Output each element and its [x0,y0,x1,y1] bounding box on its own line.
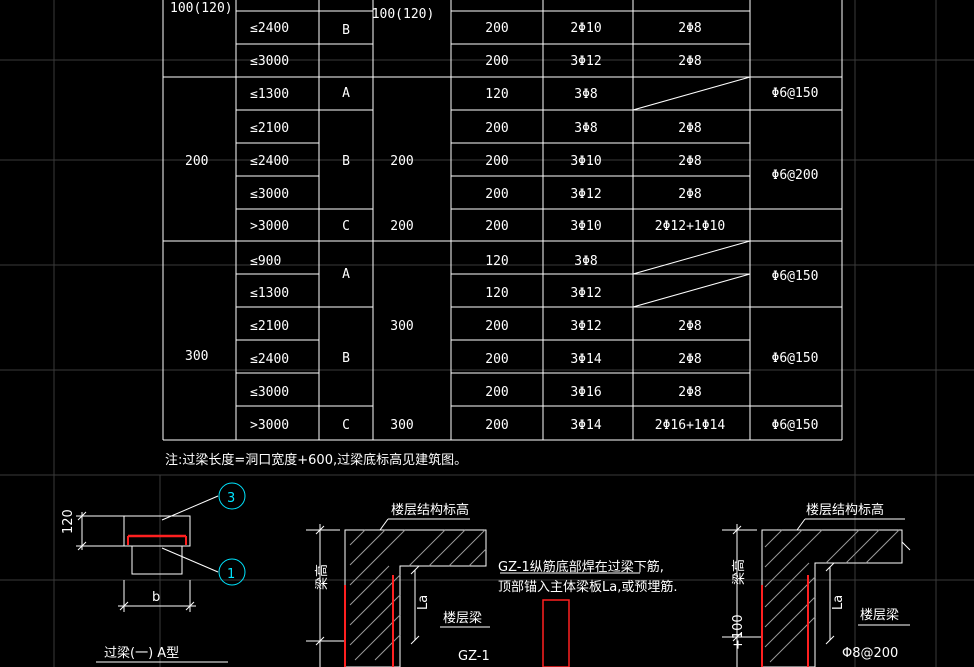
dim-b-label: b [152,590,160,605]
table-cell-bottom: 3Φ10 [570,219,601,234]
callout-1: 1 [227,567,235,582]
table-cell-h: 200 [485,187,508,202]
table-cell-bottom: 3Φ12 [570,319,601,334]
table-cell-bottom: 3Φ10 [570,154,601,169]
table-cell-beam-h: 200 [390,219,413,234]
table-cell-wall: 200 [185,154,208,169]
table-cell-span: >3000 [250,418,289,433]
table-cell-span: ≤2100 [250,319,289,334]
table-cell-span: ≤3000 [250,385,289,400]
table-cell-stirrup: Φ6@150 [772,86,819,101]
table-cell-beam-h: 200 [390,154,413,169]
table-cell-bottom: 3Φ12 [570,187,601,202]
table-note: 注:过梁长度=洞口宽度+600,过梁底标高见建筑图。 [165,452,467,468]
table-cell-bottom: 3Φ8 [574,87,597,102]
right-beam-height: 梁高 [731,559,747,585]
table-cell-top: 2Φ8 [678,121,701,136]
right-la: La [831,595,846,610]
table-cell-top: 2Φ8 [678,319,701,334]
table-cell-stirrup: Φ6@150 [772,269,819,284]
gz1-note-1: GZ-1纵筋底部焊在过梁下筋, [498,559,664,575]
table-cell-span: ≤3000 [250,187,289,202]
table-cell-top: 2Φ12+1Φ10 [655,219,725,234]
table-cell-bottom: 3Φ14 [570,418,601,433]
table-cell-h: 120 [485,254,508,269]
table-cell-h: 120 [485,286,508,301]
table-cell-h: 200 [485,219,508,234]
table-cell-bottom: 3Φ14 [570,352,601,367]
table-cell-span: ≤1300 [250,286,289,301]
table-cell-h: 200 [485,21,508,36]
table-cell-h: 120 [485,87,508,102]
right-stirrup: Φ8@200 [842,646,898,661]
gz1-beam-height: 梁高 [314,564,330,590]
table-cell-wall: 100(120) [170,1,233,16]
table-cell-type: A [342,86,350,101]
table-cell-stirrup: Φ6@150 [772,418,819,433]
table-cell-span: >3000 [250,219,289,234]
table-cell-top: 2Φ8 [678,385,701,400]
table-cell-top: 2Φ8 [678,0,701,3]
table-cell-stirrup: Φ6@150 [772,351,819,366]
table-cell-h: 200 [485,352,508,367]
table-cell-bottom: 3Φ12 [570,286,601,301]
table-cell-bottom: 3Φ8 [574,254,597,269]
table-cell-span: ≤1300 [250,87,289,102]
table-cell-top: 2Φ16+1Φ14 [655,418,726,433]
table-cell-bottom: 2Φ10 [570,21,601,36]
table-cell-h: 200 [485,319,508,334]
table-cell-bottom: 3Φ16 [570,385,601,400]
table-cell-top: 2Φ8 [678,154,701,169]
lintel-a-section [76,482,246,663]
table-cell-bottom: 3Φ12 [570,54,601,69]
table-cell-span: ≤2100 [250,121,289,136]
table-cell-beam-h: 300 [390,418,413,433]
table-cell-wall: 300 [185,349,208,364]
table-cell-bottom: 3Φ8 [574,121,597,136]
gz1-note-2: 顶部锚入主体梁板La,或预埋筋. [498,579,677,595]
dim-120-label: 120 [61,509,76,534]
table-cell-type: B [342,351,350,366]
table-cell-span: ≤2400 [250,154,289,169]
table-cell-beam-h: 300 [390,319,413,334]
rebar-table: 100(120)100(120)2002Φ102Φ8≤2400B2002Φ102… [170,0,818,433]
gz1-floor-elev: 楼层结构标高 [391,502,469,518]
rebar-table-grid [162,0,843,441]
table-cell-span: ≤2400 [250,21,289,36]
table-cell-h: 200 [485,385,508,400]
callout-3: 3 [227,491,235,506]
right-dim-100: +100 [731,614,746,650]
table-cell-span: ≤2400 [250,352,289,367]
table-cell-top: 2Φ8 [678,54,701,69]
gz1-floor-beam: 楼层梁 [443,611,482,626]
lintel-a-title: 过梁(一) A型 [104,646,179,661]
table-cell-span: ≤900 [250,254,281,269]
table-cell-type: C [342,219,350,234]
table-cell-h: 200 [485,0,508,3]
table-cell-type: C [342,418,350,433]
table-cell-h: 200 [485,54,508,69]
gz1-la: La [416,595,431,610]
table-cell-beam-h: 100(120) [372,7,435,22]
table-cell-span: ≤3000 [250,54,289,69]
table-cell-top: 2Φ8 [678,352,701,367]
table-cell-stirrup: Φ6@200 [772,168,819,183]
table-cell-h: 200 [485,418,508,433]
table-cell-h: 200 [485,121,508,136]
table-cell-bottom: 2Φ10 [570,0,601,3]
table-cell-type: B [342,154,350,169]
table-cell-type: A [342,267,350,282]
gz1-detail [306,518,640,667]
right-detail [722,518,911,667]
table-cell-top: 2Φ8 [678,187,701,202]
right-floor-beam: 楼层梁 [860,608,899,623]
table-cell-h: 200 [485,154,508,169]
gz1-label: GZ-1 [458,649,490,664]
table-cell-type: B [342,23,350,38]
table-cell-top: 2Φ8 [678,21,701,36]
right-floor-elev: 楼层结构标高 [806,502,884,518]
